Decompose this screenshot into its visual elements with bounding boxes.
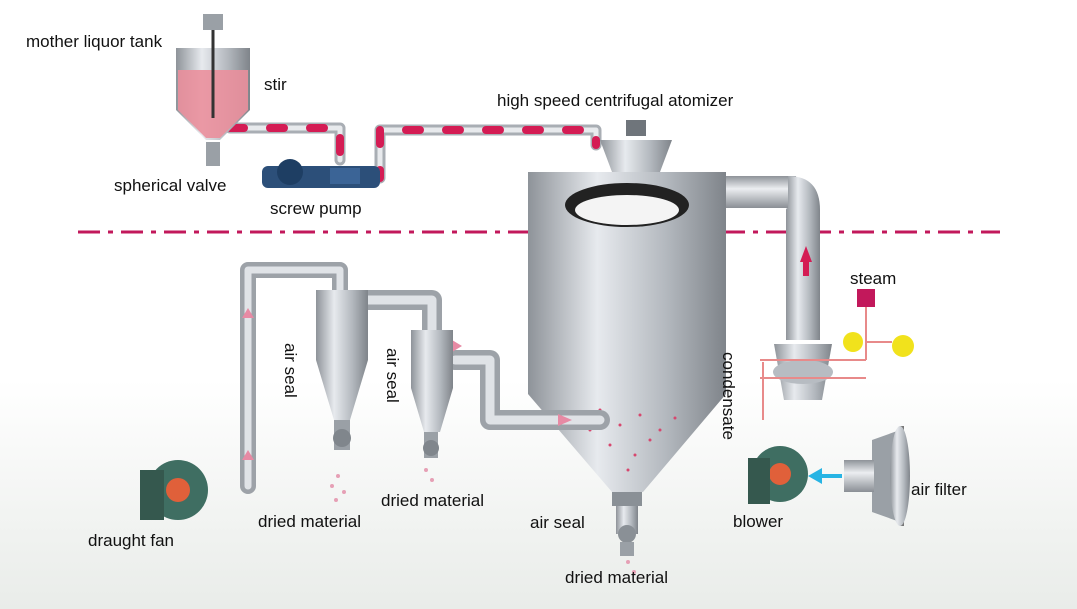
label-stir: stir xyxy=(264,75,287,94)
label-spherical-valve: spherical valve xyxy=(114,176,227,195)
air-filter xyxy=(844,426,910,526)
air-flow-arrow xyxy=(808,468,842,484)
label-blower: blower xyxy=(733,512,784,531)
label-dried-material-1: dried material xyxy=(258,512,361,531)
chamber-air-seal-valve xyxy=(616,506,638,556)
spherical-valve-body xyxy=(206,142,220,166)
mother-liquor-tank xyxy=(176,14,250,166)
label-steam: steam xyxy=(850,269,897,288)
label-air-seal-cyclone-1: air seal xyxy=(281,343,300,398)
cyclone-1 xyxy=(316,290,368,450)
label-air-seal-cyclone-2: air seal xyxy=(383,348,402,403)
gauge-2 xyxy=(892,335,914,357)
steam-box xyxy=(857,289,875,307)
blower xyxy=(748,446,808,504)
label-air-filter: air filter xyxy=(911,480,967,499)
draught-fan xyxy=(140,460,208,520)
centrifugal-atomizer xyxy=(600,120,672,172)
label-mother-liquor-tank: mother liquor tank xyxy=(26,32,163,51)
label-dried-material-3: dried material xyxy=(565,568,668,587)
screw-pump xyxy=(262,159,380,188)
label-condensate: condensate xyxy=(719,352,738,440)
steam-supply xyxy=(760,289,914,420)
label-draught-fan: draught fan xyxy=(88,531,175,550)
label-dried-material-2: dried material xyxy=(381,491,484,510)
label-air-seal-chamber: air seal xyxy=(530,513,585,532)
cyclone-2 xyxy=(411,330,453,458)
label-screw-pump: screw pump xyxy=(270,199,362,218)
gauge-1 xyxy=(843,332,863,352)
powder-falls xyxy=(330,468,636,574)
label-atomizer: high speed centrifugal atomizer xyxy=(497,91,734,110)
hot-air-duct xyxy=(726,176,820,340)
exhaust-pipes xyxy=(240,262,610,494)
powder-particles xyxy=(588,408,677,472)
drying-chamber xyxy=(528,172,726,506)
